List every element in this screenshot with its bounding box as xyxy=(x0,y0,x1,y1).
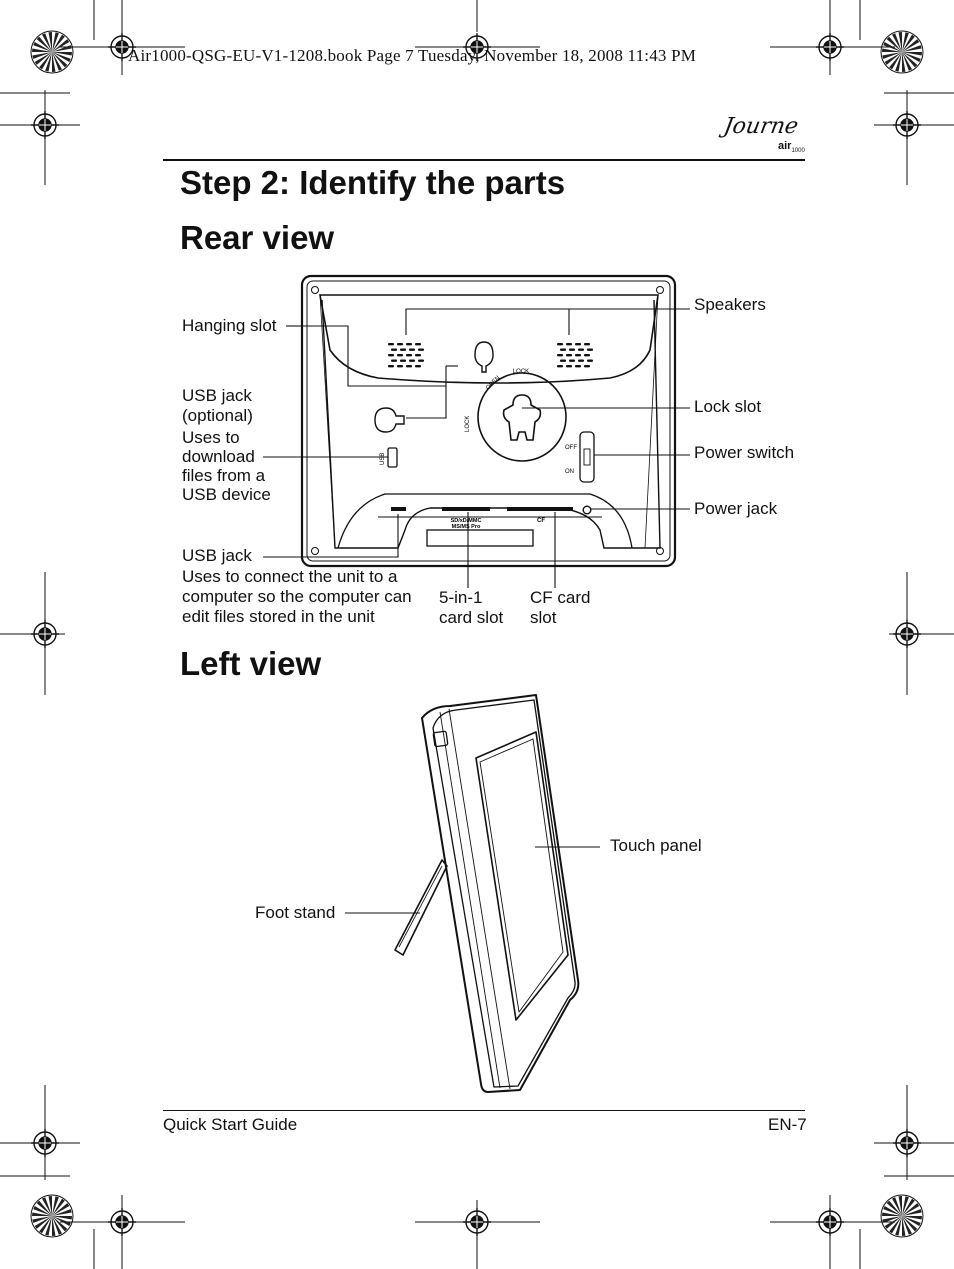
card-slot-label: 5-in-1 card slot xyxy=(439,588,504,627)
crosshair-mark xyxy=(31,111,59,139)
header-rule xyxy=(163,159,805,161)
crosshair-mark xyxy=(463,1208,491,1236)
crosshair-mark xyxy=(893,1129,921,1157)
starburst-mark xyxy=(30,30,74,74)
rear-view-heading: Rear view xyxy=(180,219,335,256)
crosshair-mark xyxy=(108,33,136,61)
speakers-label: Speakers xyxy=(694,295,766,314)
starburst-mark xyxy=(880,30,924,74)
usb-jack-optional-label: USB jack (optional) Uses to download fil… xyxy=(182,386,271,504)
brand-logo-product: air1000 xyxy=(778,140,805,155)
cf-slot-label: CF card slot xyxy=(530,588,591,627)
off-mark: OFF xyxy=(565,445,577,451)
usb-jack-label: USB jack xyxy=(182,546,252,565)
crosshair-mark xyxy=(108,1208,136,1236)
speaker-grille xyxy=(388,343,424,368)
step-title: Step 2: Identify the parts xyxy=(180,164,566,201)
footer-rule xyxy=(163,1110,805,1111)
lock-slot-label: Lock slot xyxy=(694,397,762,416)
crosshair-mark xyxy=(893,620,921,648)
usb-mark: USB xyxy=(380,453,386,465)
touch-panel-label: Touch panel xyxy=(610,836,702,855)
speaker-grille xyxy=(557,343,593,368)
starburst-mark xyxy=(30,1194,74,1238)
power-jack-label: Power jack xyxy=(694,499,778,518)
usb-jack-description: Uses to connect the unit to a computer s… xyxy=(182,567,412,626)
starburst-mark xyxy=(880,1194,924,1238)
lock-mark: LOCK xyxy=(513,369,529,375)
on-mark: ON xyxy=(565,469,574,475)
crosshair-mark xyxy=(31,1129,59,1157)
crosshair-mark xyxy=(463,33,491,61)
crosshair-mark xyxy=(816,33,844,61)
footer-page-number: EN-7 xyxy=(768,1115,807,1134)
power-switch-label: Power switch xyxy=(694,443,795,462)
print-header: Air1000-QSG-EU-V1-1208.book Page 7 Tuesd… xyxy=(128,46,697,65)
footer-guide-name: Quick Start Guide xyxy=(163,1115,298,1134)
crosshair-mark xyxy=(816,1208,844,1236)
left-view-heading: Left view xyxy=(180,645,322,682)
crosshair-mark xyxy=(893,111,921,139)
lock-side-mark: LOCK xyxy=(465,416,471,432)
cf-mark: CF xyxy=(537,518,545,524)
hanging-slot-label: Hanging slot xyxy=(182,316,277,335)
crosshair-mark xyxy=(31,620,59,648)
foot-stand-label: Foot stand xyxy=(255,903,336,922)
